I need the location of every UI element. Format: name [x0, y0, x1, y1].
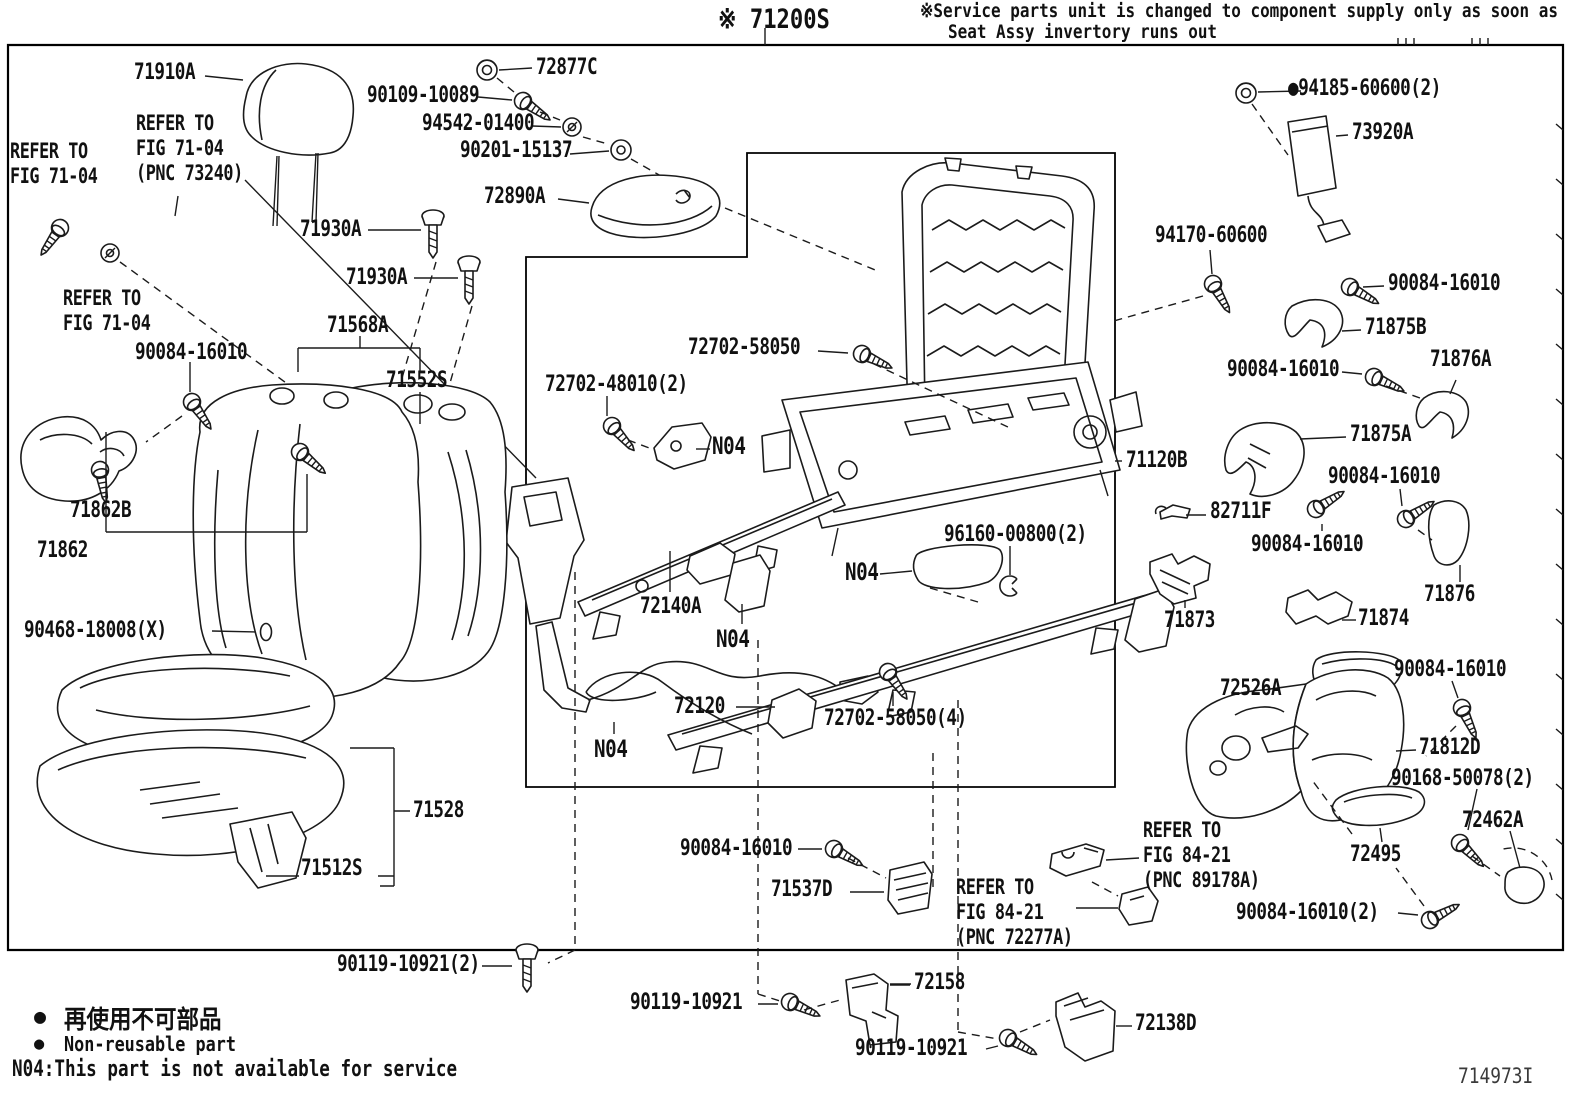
- part-label: 71930A: [300, 217, 362, 242]
- part-label: 90468-18008(X): [24, 618, 167, 643]
- part-label: 71930A: [346, 265, 408, 290]
- refer-note: REFER TO: [10, 139, 88, 163]
- part-label: 71876A: [1430, 347, 1492, 372]
- part-label: 90109-10089: [367, 83, 480, 108]
- bottom-left-screw: [482, 943, 539, 993]
- refer-note: FIG 71-04: [10, 164, 98, 188]
- refer-note: (PNC 72277A): [956, 925, 1073, 949]
- sensor-clip-drawings: [1049, 843, 1159, 926]
- headrest-drawing: [242, 62, 355, 227]
- part-label: 71876: [1424, 582, 1475, 607]
- legend-n04-note: N04:This part is not available for servi…: [12, 1057, 458, 1082]
- part-label: 71875B: [1365, 315, 1427, 340]
- part-label: 71862B: [70, 498, 132, 523]
- part-label: 72462A: [1462, 808, 1524, 833]
- part-label: 90084-16010: [1251, 532, 1364, 557]
- part-label: 72138D: [1135, 1011, 1197, 1036]
- part-label: 90084-16010(2): [1236, 900, 1379, 925]
- part-label: 71568A: [327, 313, 389, 338]
- part-label: 90084-16010: [135, 340, 248, 365]
- part-label: 72890A: [484, 184, 546, 209]
- outer-frame: [6, 28, 1565, 952]
- legend-en-text: Non-reusable part: [64, 1032, 236, 1056]
- part-label: 71552S: [386, 368, 448, 393]
- side-trim-drawings: [20, 362, 332, 642]
- part-label: 71910A: [134, 60, 196, 85]
- part-label: 71875A: [1350, 422, 1412, 447]
- seatback-drawings: [192, 336, 508, 699]
- headrest-support-bolts: [401, 209, 481, 391]
- refer-note: FIG 84-21: [1143, 843, 1231, 867]
- part-label: N04: [716, 625, 750, 653]
- part-label: N04: [712, 432, 746, 460]
- refer-note: (PNC 73240): [136, 161, 243, 185]
- dashed-leaders: [547, 572, 999, 1040]
- part-label: ●94185-60600(2): [1288, 76, 1441, 101]
- part-label: 73920A: [1352, 120, 1414, 145]
- diagram-id: 714973I: [1458, 1064, 1534, 1088]
- part-label: 72702-58050: [688, 335, 801, 360]
- part-label: 94170-60600: [1155, 223, 1268, 248]
- refer-note: FIG 84-21: [956, 900, 1044, 924]
- part-label: 90119-10921(2): [337, 952, 480, 977]
- part-label: 72120: [674, 694, 725, 719]
- part-label: 82711F: [1210, 499, 1272, 524]
- refer-note: FIG 71-04: [136, 136, 224, 160]
- part-label: 72495: [1350, 842, 1401, 867]
- misc-inner-parts: [599, 341, 1018, 603]
- part-label: 71120B: [1126, 448, 1188, 473]
- part-label: 72140A: [640, 594, 702, 619]
- part-label: 71862: [37, 538, 88, 563]
- part-label: 71812D: [1419, 735, 1481, 760]
- part-label: 72702-48010(2): [545, 372, 688, 397]
- left-fastener-drawings: [33, 195, 349, 429]
- part-label: 72877C: [536, 55, 598, 80]
- refer-note: REFER TO: [136, 111, 214, 135]
- part-label: 96160-00800(2): [944, 522, 1087, 547]
- part-label: 90168-50078(2): [1391, 766, 1534, 791]
- part-label: 90084-16010: [1328, 464, 1441, 489]
- part-label: 72526A: [1220, 676, 1282, 701]
- refer-note: REFER TO: [956, 875, 1034, 899]
- leader-lines: [204, 67, 1122, 985]
- inner-frame: [525, 152, 1116, 788]
- part-label: 90084-16010: [1394, 657, 1507, 682]
- figure-code: ※ 71200S: [718, 4, 830, 35]
- part-label: 90084-16010: [1388, 271, 1501, 296]
- bottom-clip-drawings: [758, 836, 1132, 1063]
- refer-note: REFER TO: [63, 286, 141, 310]
- part-label: 94542-01400: [422, 111, 535, 136]
- part-label: 72158: [914, 970, 965, 995]
- part-label: 71874: [1358, 606, 1409, 631]
- refer-note: REFER TO: [1143, 818, 1221, 842]
- part-label: 90201-15137: [460, 138, 573, 163]
- armrest-drawing: [476, 59, 881, 273]
- shield-drawings: [1185, 651, 1553, 933]
- legend-bullet-en: ●: [34, 1034, 45, 1054]
- legend-bullet-jp: ●: [34, 1004, 47, 1028]
- part-label: 71512S: [301, 856, 363, 881]
- part-label: 72702-58050(4): [824, 706, 967, 731]
- legend-jp-text: 再使用不可部品: [64, 1005, 222, 1034]
- seat-frame-drawing: [761, 157, 1143, 557]
- lower-rail-drawing: [585, 587, 1179, 774]
- part-label: 90084-16010: [680, 836, 793, 861]
- part-label: N04: [594, 735, 628, 763]
- cushion-drawings: [36, 653, 410, 889]
- part-label: 90119-10921: [630, 990, 743, 1015]
- service-note-line2: Seat Assy invertory runs out: [948, 21, 1218, 43]
- part-label: 90119-10921: [855, 1036, 968, 1061]
- upper-rail-drawing: [577, 491, 846, 640]
- refer-note: FIG 71-04: [63, 311, 151, 335]
- right-parts-drawings: [1109, 82, 1470, 625]
- part-label: 71528: [413, 798, 464, 823]
- service-note-line1: ※Service parts unit is changed to compon…: [920, 0, 1558, 22]
- part-label: N04: [845, 558, 879, 586]
- part-label: 71873: [1164, 608, 1215, 633]
- part-label: 90084-16010: [1227, 357, 1340, 382]
- part-label: 71537D: [771, 877, 833, 902]
- refer-note: (PNC 89178A): [1143, 868, 1260, 892]
